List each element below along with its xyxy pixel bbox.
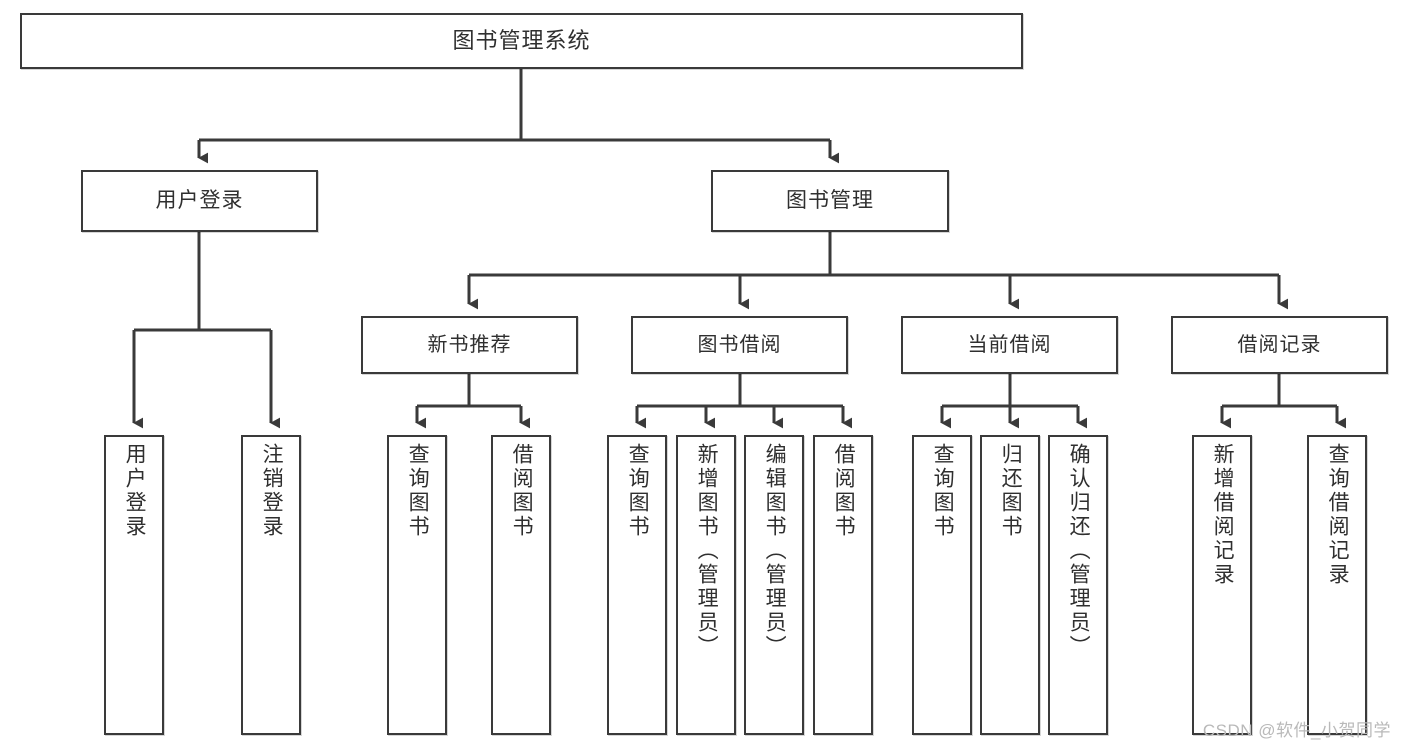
leaf-borrow-books-recommendation[interactable]: 借阅图书 bbox=[491, 435, 551, 735]
node-label: 用户登录 bbox=[155, 188, 244, 212]
node-label: 查询图书 bbox=[406, 443, 430, 539]
node-book-management[interactable]: 图书管理 bbox=[711, 170, 949, 232]
node-label: 图书管理系统 bbox=[452, 28, 591, 54]
leaf-return-books[interactable]: 归还图书 bbox=[980, 435, 1040, 735]
node-label: 归还图书 bbox=[999, 443, 1023, 539]
node-book-borrowing[interactable]: 图书借阅 bbox=[631, 316, 848, 374]
node-borrowing-records[interactable]: 借阅记录 bbox=[1171, 316, 1388, 374]
node-label: 编辑图书（管理员） bbox=[763, 443, 787, 659]
node-current-borrowing[interactable]: 当前借阅 bbox=[901, 316, 1118, 374]
leaf-query-books-recommendation[interactable]: 查询图书 bbox=[387, 435, 447, 735]
node-label: 新增图书（管理员） bbox=[695, 443, 719, 659]
node-label: 图书管理 bbox=[786, 188, 874, 212]
node-label: 借阅图书 bbox=[510, 443, 534, 539]
leaf-add-borrowing-record[interactable]: 新增借阅记录 bbox=[1192, 435, 1252, 735]
node-label: 新书推荐 bbox=[427, 333, 512, 356]
node-label: 确认归还（管理员） bbox=[1067, 443, 1091, 659]
leaf-confirm-return-admin[interactable]: 确认归还（管理员） bbox=[1048, 435, 1108, 735]
leaf-borrow-books-borrowing[interactable]: 借阅图书 bbox=[813, 435, 873, 735]
node-user-login[interactable]: 用户登录 bbox=[81, 170, 318, 232]
leaf-add-book-admin[interactable]: 新增图书（管理员） bbox=[676, 435, 736, 735]
node-label: 查询图书 bbox=[626, 443, 650, 539]
watermark-text: CSDN @软件_小贺同学 bbox=[1202, 721, 1391, 740]
leaf-logout[interactable]: 注销登录 bbox=[241, 435, 301, 735]
node-label: 查询图书 bbox=[931, 443, 955, 539]
leaf-query-borrowing-record[interactable]: 查询借阅记录 bbox=[1307, 435, 1367, 735]
node-label: 注销登录 bbox=[260, 443, 284, 539]
leaf-query-books-borrowing[interactable]: 查询图书 bbox=[607, 435, 667, 735]
leaf-user-login[interactable]: 用户登录 bbox=[104, 435, 164, 735]
node-label: 借阅记录 bbox=[1237, 333, 1322, 356]
node-label: 借阅图书 bbox=[832, 443, 856, 539]
node-label: 新增借阅记录 bbox=[1211, 443, 1235, 587]
node-new-book-recommendation[interactable]: 新书推荐 bbox=[361, 316, 578, 374]
node-label: 当前借阅 bbox=[967, 333, 1052, 356]
node-label: 查询借阅记录 bbox=[1326, 443, 1350, 587]
node-root-book-management-system[interactable]: 图书管理系统 bbox=[20, 13, 1023, 69]
leaf-query-books-current[interactable]: 查询图书 bbox=[912, 435, 972, 735]
node-label: 用户登录 bbox=[123, 443, 147, 539]
node-label: 图书借阅 bbox=[697, 333, 782, 356]
leaf-edit-book-admin[interactable]: 编辑图书（管理员） bbox=[744, 435, 804, 735]
